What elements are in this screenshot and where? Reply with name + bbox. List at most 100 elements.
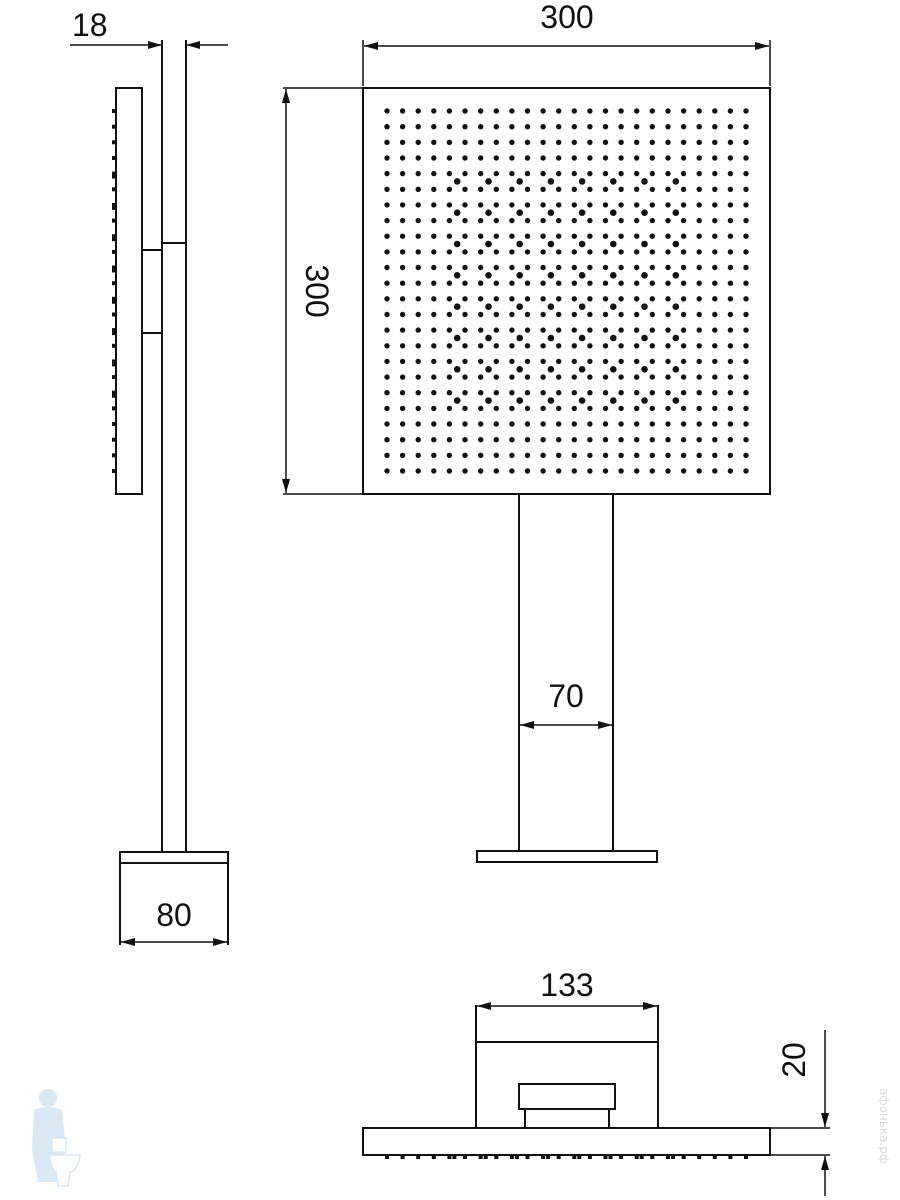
nozzle-dot	[634, 311, 640, 318]
accent-nozzle-dot	[672, 209, 680, 216]
nozzle-dot	[462, 233, 468, 239]
nozzle-dot	[618, 280, 624, 286]
nozzle-dot	[712, 468, 718, 474]
swivel-neck	[524, 1108, 610, 1129]
nozzle-dot	[743, 249, 749, 255]
nozzle-dot	[509, 233, 515, 239]
nozzle-dot	[618, 296, 624, 302]
nozzle-dot	[384, 202, 390, 208]
nozzle-dot	[712, 170, 718, 177]
nozzle-dot	[478, 186, 484, 192]
nozzle-dot	[571, 202, 577, 208]
side-nozzle	[112, 390, 116, 395]
nozzle-dot	[431, 296, 437, 302]
accent-nozzle-dot	[672, 178, 680, 185]
nozzle-dot	[696, 280, 702, 286]
accent-nozzle-dot	[641, 178, 648, 185]
nozzle-dot	[587, 311, 593, 318]
nozzle-dot	[696, 155, 702, 161]
nozzle-dot	[556, 108, 562, 114]
nozzle-dot	[602, 405, 609, 412]
nozzle-dot	[446, 327, 453, 333]
nozzle-dot	[712, 155, 718, 161]
nozzle-grid	[384, 108, 749, 474]
nozzle-dot	[415, 296, 421, 302]
nozzle-dot	[618, 217, 624, 224]
nozzle-dot	[415, 327, 421, 333]
side-nozzle	[112, 362, 116, 367]
nozzle-dot	[665, 468, 671, 474]
nozzle-dot	[696, 202, 702, 208]
nozzle-dot	[665, 233, 671, 239]
nozzle-dot	[696, 264, 702, 271]
nozzle-dot	[384, 452, 390, 458]
nozzle-dot	[712, 421, 718, 427]
nozzle-dot	[446, 124, 453, 130]
nozzle-dot	[399, 139, 406, 145]
nozzle-dot	[415, 343, 421, 349]
nozzle-dot	[665, 390, 671, 396]
nozzle-dot	[587, 124, 593, 130]
nozzle-dot	[727, 405, 734, 412]
nozzle-dot	[462, 343, 468, 349]
nozzle-dot	[602, 233, 609, 239]
nozzle-dot	[415, 374, 421, 380]
nozzle-dot	[431, 186, 437, 192]
nozzle-dot	[712, 217, 718, 224]
nozzle-dot	[478, 358, 484, 365]
nozzle-dot	[478, 405, 484, 412]
nozzle-dot	[727, 374, 734, 380]
nozzle-dot	[478, 233, 484, 239]
nozzle-dot	[618, 390, 624, 396]
nozzle-dot	[493, 139, 499, 145]
nozzle-dot	[446, 405, 453, 412]
nozzle-dot	[478, 296, 484, 302]
nozzle-dot	[571, 217, 577, 224]
nozzle-dot	[743, 296, 749, 302]
nozzle-dot	[399, 233, 406, 239]
nozzle-dot	[384, 327, 390, 333]
nozzle-dot	[509, 280, 515, 286]
bottom-nozzle	[546, 1155, 551, 1159]
nozzle-dot	[587, 233, 593, 239]
nozzle-dot	[462, 468, 468, 474]
nozzle-dot	[665, 217, 671, 224]
swivel-cap	[518, 1083, 616, 1110]
nozzle-dot	[602, 311, 609, 318]
nozzle-dot	[509, 249, 515, 255]
nozzle-dot	[431, 280, 437, 286]
accent-nozzle-dot	[547, 334, 555, 342]
nozzle-dot	[712, 264, 718, 271]
bottom-nozzle	[478, 1155, 483, 1159]
bottom-nozzle	[447, 1155, 452, 1159]
nozzle-dot	[540, 452, 546, 458]
accent-nozzle-dot	[672, 240, 680, 248]
nozzle-dot	[540, 249, 546, 255]
accent-nozzle-dot	[610, 397, 617, 404]
nozzle-dot	[493, 327, 499, 333]
nozzle-dot	[712, 139, 718, 145]
nozzle-dot	[680, 264, 687, 271]
nozzle-dot	[680, 405, 687, 412]
nozzle-dot	[680, 155, 687, 161]
nozzle-dot	[696, 452, 702, 458]
nozzle-dot	[602, 343, 609, 349]
nozzle-dot	[727, 233, 734, 239]
nozzle-dot	[524, 452, 531, 458]
wall-flange-plate	[119, 851, 229, 864]
nozzle-dot	[556, 170, 562, 177]
nozzle-dot	[556, 280, 562, 286]
nozzle-dot	[680, 217, 687, 224]
nozzle-dot	[618, 233, 624, 239]
accent-nozzle-dot	[453, 334, 461, 342]
nozzle-dot	[399, 358, 406, 365]
nozzle-dot	[618, 405, 624, 412]
nozzle-dot	[649, 374, 655, 380]
nozzle-dot	[743, 264, 749, 271]
nozzle-dot	[743, 186, 749, 192]
nozzle-dot	[431, 249, 437, 255]
nozzle-dot	[384, 108, 390, 114]
nozzle-dot	[462, 264, 468, 271]
nozzle-dot	[634, 296, 640, 302]
accent-nozzle-dot	[453, 240, 461, 248]
